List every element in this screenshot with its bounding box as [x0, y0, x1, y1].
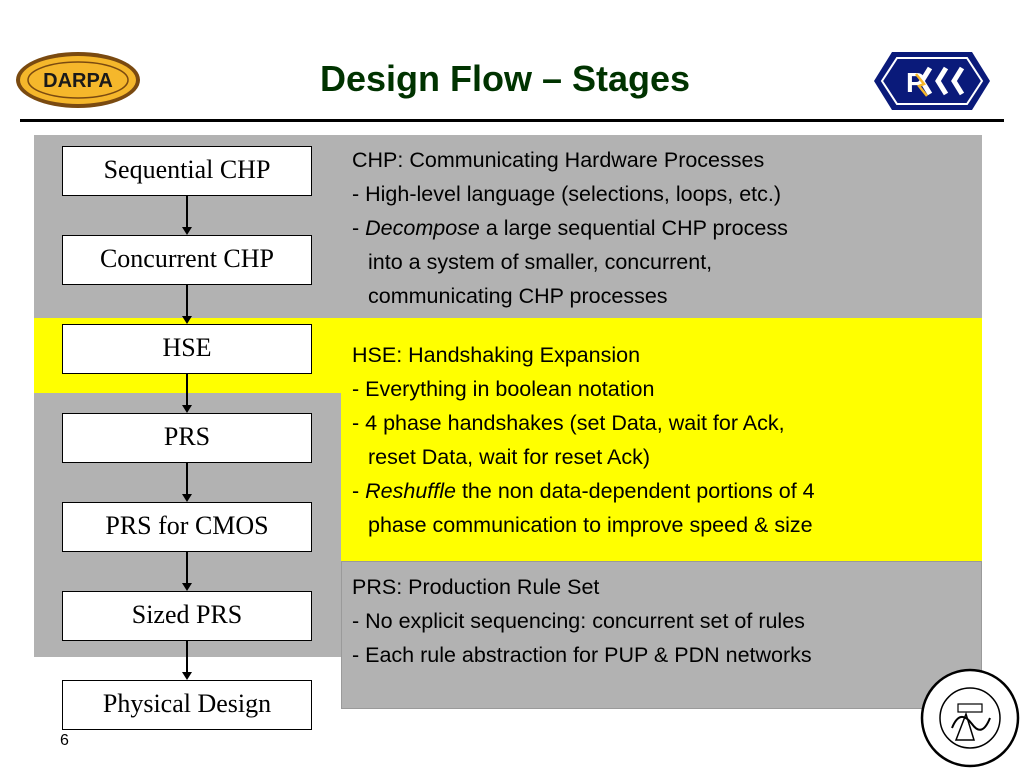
stage-physical-design: Physical Design	[62, 680, 312, 730]
chp-line: - Decompose a large sequential CHP proce…	[352, 216, 788, 240]
stage-sequential-chp: Sequential CHP	[62, 146, 312, 196]
stage-hse: HSE	[62, 324, 312, 374]
title-rule	[20, 119, 1004, 122]
page-number: 6	[60, 732, 69, 749]
hse-line: - Everything in boolean notation	[352, 377, 655, 401]
stage-concurrent-chp: Concurrent CHP	[62, 235, 312, 285]
prs-line: - No explicit sequencing: concurrent set…	[352, 609, 805, 633]
svg-text:DARPA: DARPA	[43, 70, 113, 92]
hse-heading: HSE: Handshaking Expansion	[352, 343, 641, 367]
chp-line: communicating CHP processes	[368, 284, 668, 308]
chp-heading: CHP: Communicating Hardware Processes	[352, 148, 765, 172]
hse-line: - 4 phase handshakes (set Data, wait for…	[352, 411, 785, 435]
stage-prs-for-cmos: PRS for CMOS	[62, 502, 312, 552]
prs-description: PRS: Production Rule Set - No explicit s…	[352, 570, 812, 672]
chp-line: into a system of smaller, concurrent,	[368, 250, 713, 274]
caltech-seal	[912, 656, 1024, 773]
slide-title: Design Flow – Stages	[319, 58, 691, 99]
svg-text:P: P	[906, 67, 925, 98]
hse-description: HSE: Handshaking Expansion - Everything …	[352, 338, 815, 542]
pacc-logo: P	[872, 50, 992, 117]
hse-description-panel	[341, 318, 982, 561]
hse-line: phase communication to improve speed & s…	[368, 513, 813, 537]
prs-description-panel	[341, 561, 982, 709]
stage-prs: PRS	[62, 413, 312, 463]
chp-description: CHP: Communicating Hardware Processes - …	[352, 143, 788, 313]
chp-line: - High-level language (selections, loops…	[352, 182, 782, 206]
stage-sized-prs: Sized PRS	[62, 591, 312, 641]
prs-heading: PRS: Production Rule Set	[352, 575, 600, 599]
prs-line: - Each rule abstraction for PUP & PDN ne…	[352, 643, 812, 667]
hse-line: - Reshuffle the non data-dependent porti…	[352, 479, 815, 503]
darpa-logo: DARPA	[14, 50, 142, 115]
hse-line: reset Data, wait for reset Ack)	[368, 445, 650, 469]
